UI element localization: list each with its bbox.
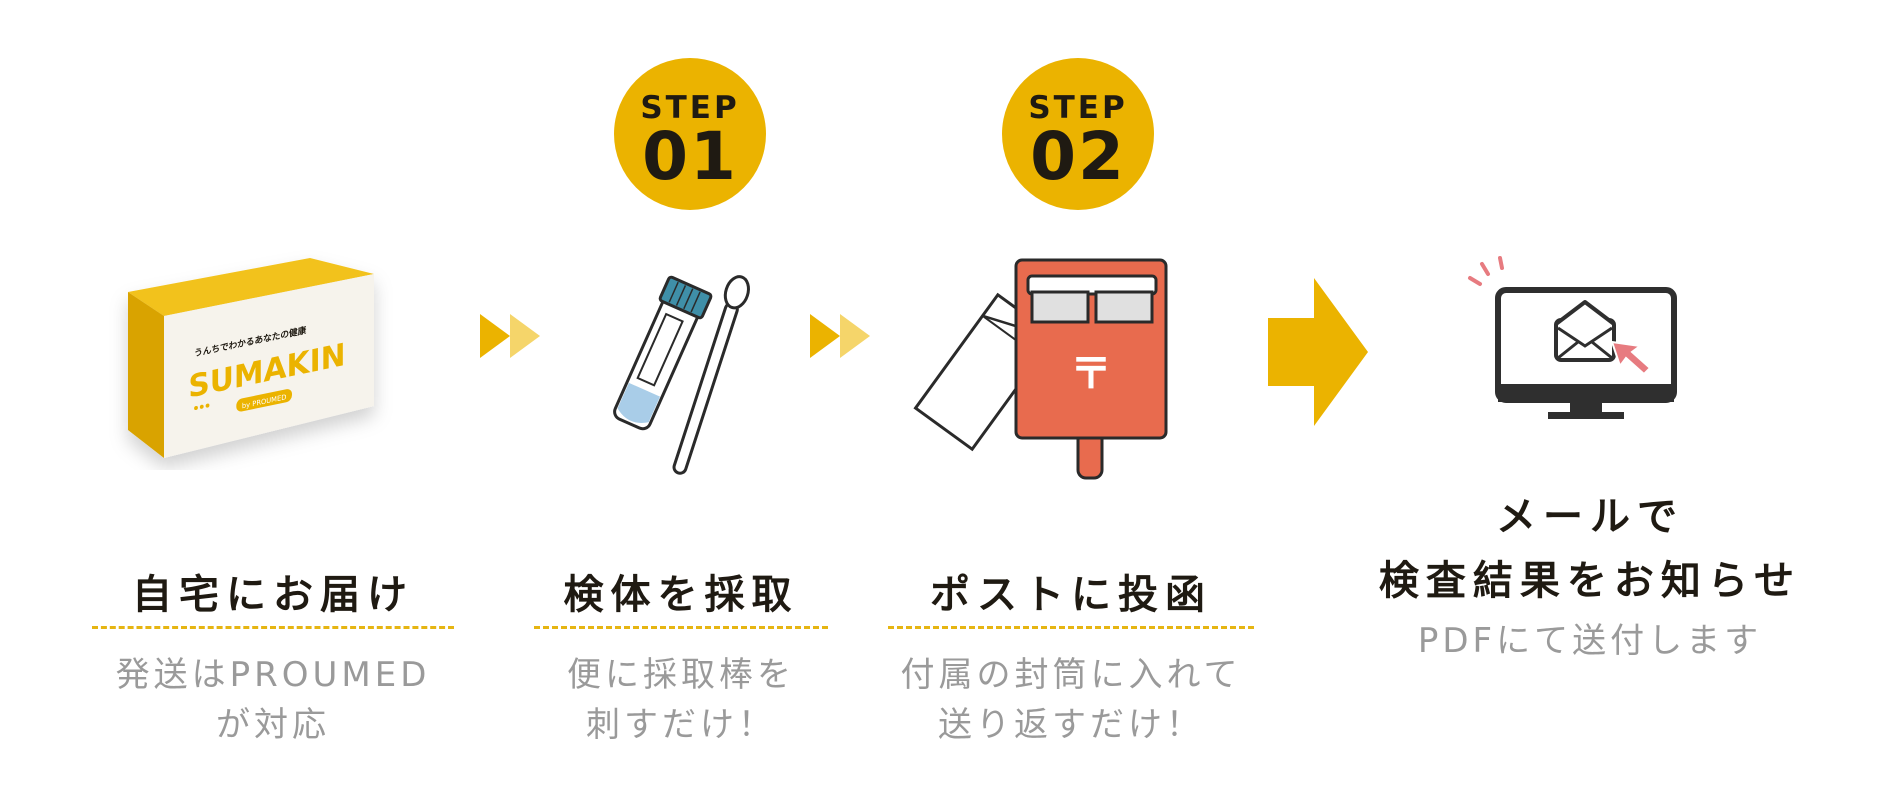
final-title-line2: 検査結果をお知らせ xyxy=(1378,558,1802,604)
monitor-icon xyxy=(1468,256,1677,419)
mail-icon xyxy=(1554,300,1616,362)
step-2-desc-line1: 便に採取棒を xyxy=(567,655,795,695)
swab-stick-icon xyxy=(672,275,750,475)
step-1-desc: 発送はPROUMED が対応 xyxy=(92,650,454,750)
divider xyxy=(92,626,454,629)
step-1-desc-line1: 発送はPROUMED xyxy=(115,655,431,695)
step-01-badge: STEP 01 xyxy=(614,58,766,210)
divider xyxy=(888,626,1254,629)
step-02-badge: STEP 02 xyxy=(1002,58,1154,210)
step-1-desc-line2: が対応 xyxy=(216,705,330,745)
step-number: 02 xyxy=(1030,118,1126,195)
postal-mark: 〒 xyxy=(1070,349,1112,398)
step-2-title: 検体を採取 xyxy=(563,572,799,618)
mailbox-icon: 〒 xyxy=(1014,258,1168,480)
step-number: 01 xyxy=(642,118,738,195)
kit-box-icon: うんちでわかるあなたの健康 SUMAKIN by PROUMED xyxy=(128,258,374,458)
double-chevron-right-icon xyxy=(480,314,540,358)
final-desc: PDFにて送付します xyxy=(1417,621,1763,661)
step-3-desc-line2: 送り返すだけ！ xyxy=(938,705,1204,745)
big-arrow-right-icon xyxy=(1268,278,1368,426)
step-label: STEP xyxy=(1028,90,1128,126)
step-2-desc: 便に採取棒を 刺すだけ！ xyxy=(534,650,828,750)
final-title-line1: メールで xyxy=(1496,494,1684,540)
step-2-desc-line2: 刺すだけ！ xyxy=(586,705,776,745)
step-3-desc-line1: 付属の封筒に入れて xyxy=(900,655,1242,695)
step-label: STEP xyxy=(640,90,740,126)
cursor-arrow-icon xyxy=(1610,340,1652,376)
step-3-desc: 付属の封筒に入れて 送り返すだけ！ xyxy=(874,650,1268,750)
step-1-title: 自宅にお届け xyxy=(132,572,414,618)
divider xyxy=(534,626,828,629)
sample-tube-icon xyxy=(613,275,713,431)
step-3-title: ポストに投函 xyxy=(930,572,1212,618)
double-chevron-right-icon xyxy=(810,314,870,358)
